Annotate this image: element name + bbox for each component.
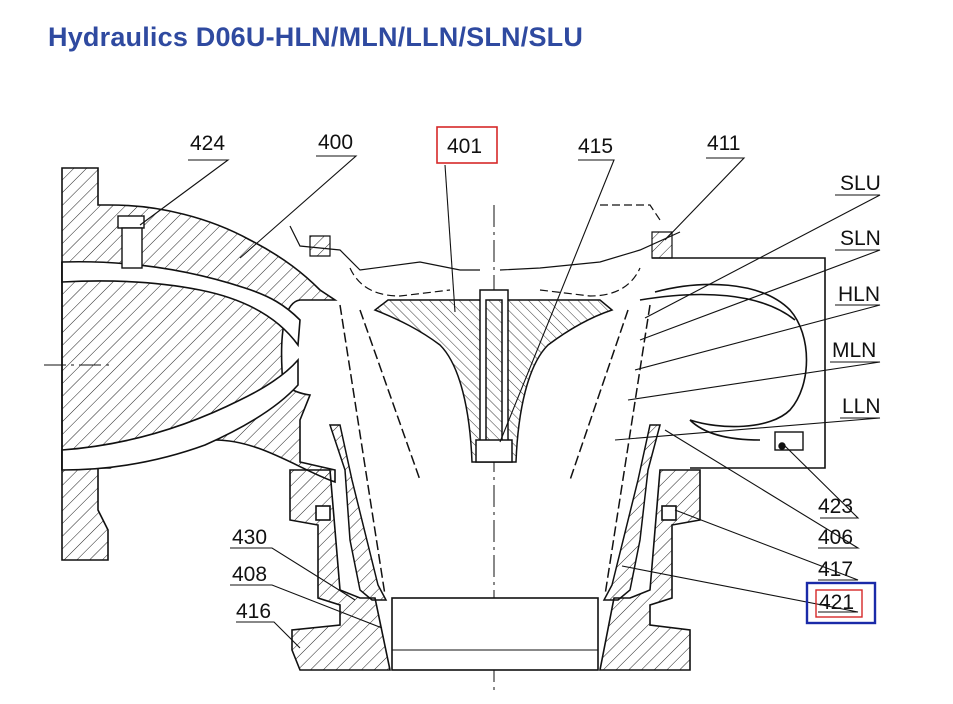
callout-mln: MLN [832,339,876,362]
callout-416: 416 [236,600,271,623]
callout-421: 421 [819,591,854,614]
callout-411: 411 [707,132,740,155]
seal-424 [117,215,145,269]
highlight-box-421-outer [805,581,877,625]
callout-415: 415 [578,135,613,158]
callout-423: 423 [818,495,853,518]
callout-401: 401 [447,135,482,158]
highlight-box-401 [436,126,498,164]
volute [639,257,826,469]
seal-423 [774,431,804,451]
callout-424: 424 [190,132,225,155]
leader-lines [139,155,881,649]
highlight-box-421-inner [815,589,863,618]
callout-406: 406 [818,526,853,549]
callout-400: 400 [318,131,353,154]
cover-plate [289,204,681,297]
impeller [373,289,614,463]
callout-430: 430 [232,526,267,549]
callout-417: 417 [818,558,853,581]
suction-cone [328,304,661,601]
callout-lln: LLN [842,395,881,418]
callout-408: 408 [232,563,267,586]
callout-slu: SLU [840,172,881,195]
callout-labels: 424 400 401 415 411 SLU SLN HLN MLN LLN … [190,131,881,623]
callout-hln: HLN [838,283,880,306]
slide-title: Hydraulics D06U-HLN/MLN/LLN/SLN/SLU [48,22,584,52]
callout-sln: SLN [840,227,881,250]
bottom-flange [289,469,701,671]
